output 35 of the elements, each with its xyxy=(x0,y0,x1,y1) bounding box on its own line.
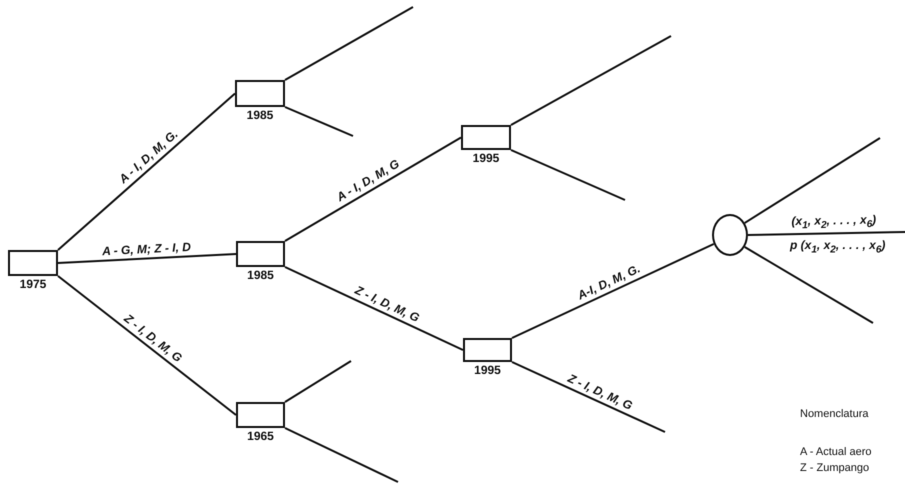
legend-note: Z - Zumpango xyxy=(800,462,870,474)
branch-line xyxy=(510,35,672,126)
year-label: 1985 xyxy=(246,108,274,122)
branch-line xyxy=(284,136,462,242)
nomenclature-heading: Nomenclatura xyxy=(800,408,868,420)
edge-label: Z - I, D, M, G xyxy=(352,282,422,325)
branch-line xyxy=(512,361,666,433)
edge-label: A-I, D, M, G. xyxy=(575,261,642,302)
year-label: 1975 xyxy=(20,277,46,291)
branch-line xyxy=(744,246,874,324)
branch-line xyxy=(57,92,236,251)
edge-label: Z - I, D, M, G xyxy=(566,370,635,412)
year-label: 1995 xyxy=(472,151,500,165)
branch-line xyxy=(748,231,905,236)
branch-line xyxy=(284,6,414,81)
edge-label: A - I, D, M, G xyxy=(334,156,402,204)
year-label: 1965 xyxy=(247,429,274,443)
branch-line xyxy=(57,275,237,416)
legend-note: A - Actual aero xyxy=(800,446,872,458)
branch-line xyxy=(284,360,352,403)
branch-line xyxy=(284,427,398,483)
edge-label: A - G, M; Z - I, D xyxy=(102,239,192,258)
branch-line xyxy=(512,243,714,339)
chance-node-circle xyxy=(712,214,748,256)
edge-label: (x$_{1}$, x$_{2}$, . . . , x$_{6}$) xyxy=(792,212,877,234)
edge-label: Z - I, D, M, G xyxy=(122,310,185,364)
branch-line xyxy=(284,106,354,137)
year-label: 1995 xyxy=(474,363,501,377)
branch-line xyxy=(58,253,236,264)
branch-line xyxy=(510,149,626,201)
branch-line xyxy=(744,137,881,224)
branch-line xyxy=(284,266,464,351)
probability-label: p (x$_{1}$, x$_{2}$, . . . , x$_{6}$) xyxy=(790,238,886,256)
year-label: 1985 xyxy=(247,268,274,282)
edge-label: A - I, D, M, G. xyxy=(116,126,181,186)
